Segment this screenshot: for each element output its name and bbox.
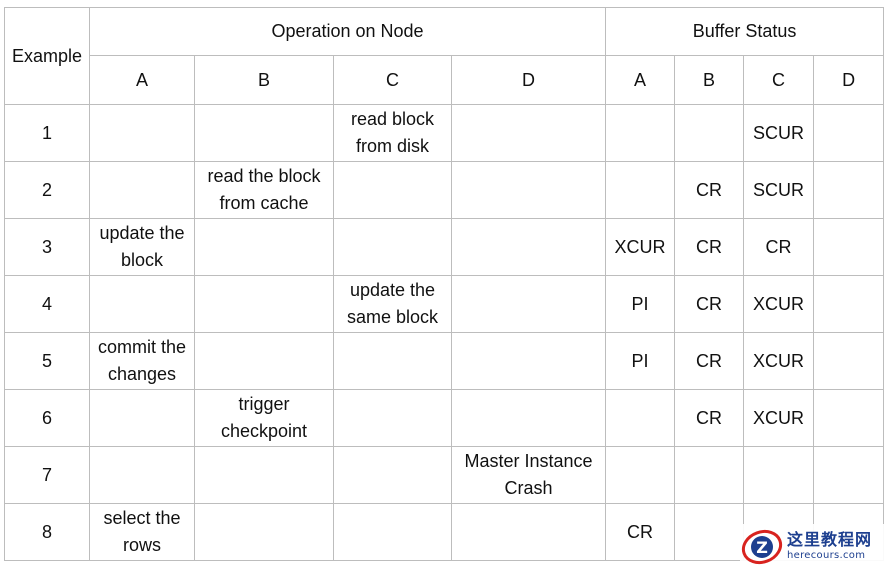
buffer-cell-a: CR <box>605 503 676 561</box>
operation-cell-c <box>333 332 452 390</box>
table-row: 4 update the same block PI CR XCUR <box>4 275 885 333</box>
buffer-cell-c <box>743 446 815 504</box>
operation-cell-d <box>450 332 607 390</box>
operation-cell-b <box>194 503 334 561</box>
operation-cell-c <box>333 161 452 219</box>
buffer-cell-c: CR <box>743 218 815 276</box>
buffer-cell-b <box>674 503 745 561</box>
operation-cell-c <box>333 218 452 276</box>
logo-letter: Z <box>756 538 768 557</box>
operation-cell-b: read the block from cache <box>194 161 334 219</box>
operation-cell-b: trigger checkpoint <box>194 389 334 447</box>
buffer-cell-b: CR <box>674 161 745 219</box>
header-row-nodes: A B C D A B C D <box>5 55 885 105</box>
buffer-cell-b <box>674 446 745 504</box>
example-number: 2 <box>4 161 90 219</box>
buffer-cell-d <box>813 389 885 447</box>
operation-cell-d <box>450 218 607 276</box>
operation-cell-d <box>450 104 607 162</box>
example-number: 4 <box>4 275 90 333</box>
buf-node-header-a: A <box>605 55 676 105</box>
operation-cell-d <box>450 161 607 219</box>
buffer-cell-b: CR <box>674 218 745 276</box>
buffer-cell-a <box>605 446 676 504</box>
operation-header: Operation on Node <box>88 7 607 56</box>
buffer-cell-a <box>605 161 676 219</box>
buffer-cell-d <box>813 161 885 219</box>
operation-cell-c <box>333 503 452 561</box>
buffer-cell-c: XCUR <box>743 389 815 447</box>
operation-cell-c <box>333 446 452 504</box>
operation-cell-a: select the rows <box>89 503 195 561</box>
example-number: 3 <box>4 218 90 276</box>
operation-cell-a <box>89 161 195 219</box>
operation-cell-d <box>450 275 607 333</box>
buf-node-header-b: B <box>674 55 745 105</box>
op-node-header-a: A <box>89 55 195 105</box>
buffer-cell-a: XCUR <box>605 218 676 276</box>
operation-cell-b <box>194 218 334 276</box>
op-node-header-d: D <box>450 55 607 105</box>
watermark-url: herecours.com <box>787 549 866 561</box>
buf-node-header-c: C <box>743 55 815 105</box>
operation-cell-c <box>333 389 452 447</box>
operation-cell-c: update the same block <box>333 275 452 333</box>
buffer-cell-c: SCUR <box>743 104 815 162</box>
operation-cell-a: commit the changes <box>89 332 195 390</box>
operation-cell-b <box>194 446 334 504</box>
buffer-cell-c: SCUR <box>743 161 815 219</box>
table-row: 5 commit the changes PI CR XCUR <box>4 332 885 390</box>
op-node-header-b: B <box>194 55 334 105</box>
example-number: 8 <box>4 503 90 561</box>
operation-cell-b <box>194 275 334 333</box>
buffer-cell-a: PI <box>605 275 676 333</box>
example-header: Example <box>4 7 90 105</box>
operation-cell-b <box>194 104 334 162</box>
example-number: 7 <box>4 446 90 504</box>
buffer-cell-d <box>813 104 885 162</box>
buffer-status-table: Example Operation on Node Buffer Status … <box>4 7 885 561</box>
buffer-cell-b: CR <box>674 332 745 390</box>
table-row: 7 Master Instance Crash <box>4 446 885 504</box>
buffer-cell-d <box>813 446 885 504</box>
buffer-cell-d <box>813 332 885 390</box>
buffer-cell-d <box>813 275 885 333</box>
buffer-cell-a <box>605 104 676 162</box>
op-node-header-c: C <box>333 55 452 105</box>
buffer-cell-b: CR <box>674 389 745 447</box>
example-number: 5 <box>4 332 90 390</box>
operation-cell-b <box>194 332 334 390</box>
operation-cell-a: update the block <box>89 218 195 276</box>
buffer-cell-c: XCUR <box>743 275 815 333</box>
buffer-cell-c: XCUR <box>743 332 815 390</box>
watermark-site-name: 这里教程网 <box>787 529 873 549</box>
operation-cell-d <box>450 503 607 561</box>
buffer-cell-b <box>674 104 745 162</box>
operation-cell-d: Master Instance Crash <box>450 446 607 504</box>
example-number: 1 <box>4 104 90 162</box>
operation-cell-c: read block from disk <box>333 104 452 162</box>
buf-node-header-d: D <box>813 55 885 105</box>
buffer-cell-b: CR <box>674 275 745 333</box>
operation-cell-a <box>89 275 195 333</box>
operation-cell-a <box>89 389 195 447</box>
header-row-groups: Example Operation on Node Buffer Status <box>4 7 885 105</box>
example-number: 6 <box>4 389 90 447</box>
table-row: 3 update the block XCUR CR CR <box>4 218 885 276</box>
table-row: 1 read block from disk SCUR <box>4 104 885 162</box>
table-row: 6 trigger checkpoint CR XCUR <box>4 389 885 447</box>
operation-cell-a <box>89 446 195 504</box>
buffer-cell-d <box>813 218 885 276</box>
watermark-text: 这里教程网 herecours.com <box>787 529 873 561</box>
operation-cell-a <box>89 104 195 162</box>
buffer-cell-a: PI <box>605 332 676 390</box>
buffer-header: Buffer Status <box>605 7 885 56</box>
site-watermark: Z 这里教程网 herecours.com <box>740 524 888 568</box>
table-row: 2 read the block from cache CR SCUR <box>4 161 885 219</box>
operation-cell-d <box>450 389 607 447</box>
buffer-cell-a <box>605 389 676 447</box>
site-logo-icon: Z <box>741 529 783 565</box>
